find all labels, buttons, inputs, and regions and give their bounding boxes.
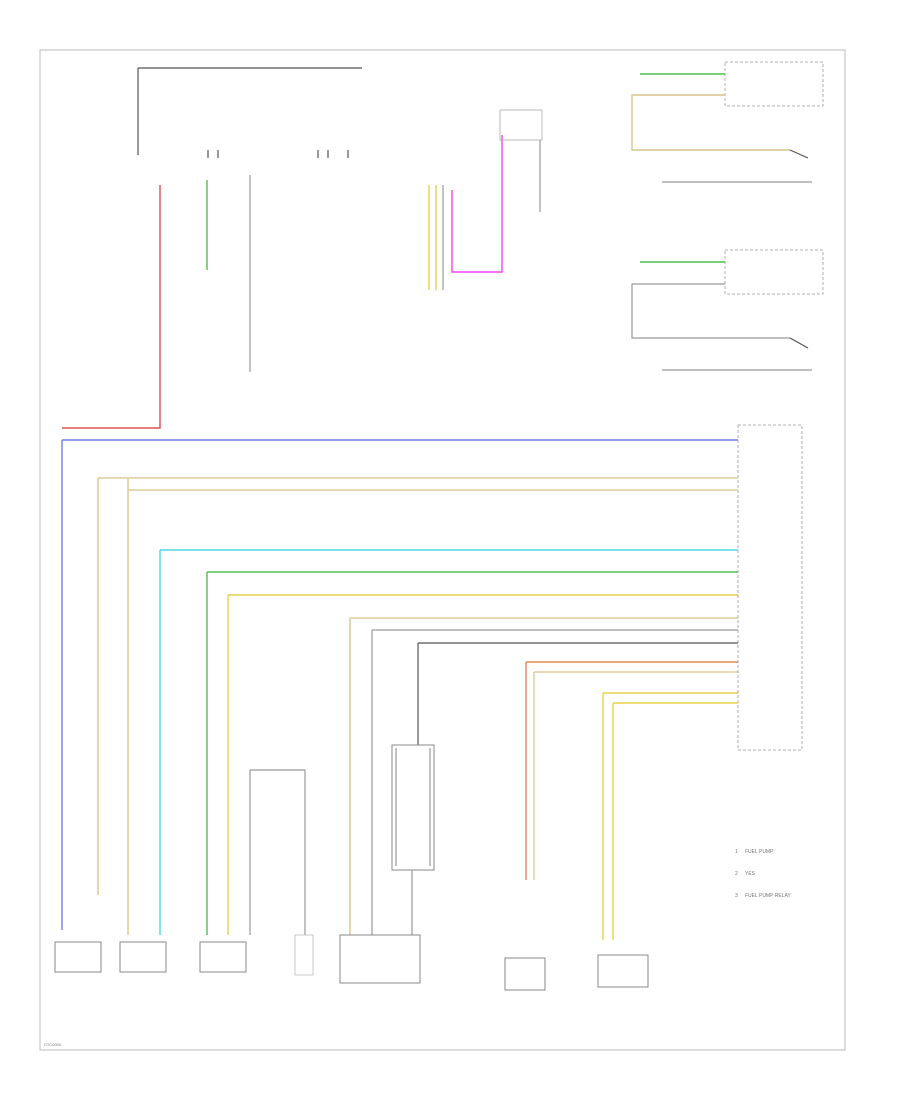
- switch-box: [499, 109, 543, 141]
- module-outline-lower: [724, 249, 824, 295]
- top-center-block: [428, 109, 543, 290]
- center-bottom-component: [339, 934, 421, 984]
- legend-text-1: FUEL PUMP: [745, 849, 774, 855]
- legend-text-3: FUEL PUMP RELAY: [745, 893, 791, 899]
- footer-code: DTC0000: [44, 1042, 62, 1047]
- engine-control-module: [737, 424, 803, 751]
- diagram-frame: [39, 49, 846, 1051]
- legend-marker-2: 2: [735, 871, 738, 877]
- legend-marker-1: 1: [735, 849, 738, 855]
- ecm-connector-box: [737, 424, 803, 751]
- legend-text-2: YES: [745, 871, 756, 877]
- vertical-drops: [61, 440, 614, 980]
- fuel-level-sensor: [119, 941, 167, 973]
- evap-sensor: [199, 941, 247, 973]
- horizontal-bus: [62, 439, 738, 895]
- top-left-block: [62, 67, 362, 429]
- center-module-box: [391, 744, 435, 871]
- gray-stub: [250, 769, 306, 935]
- center-module: [372, 744, 435, 981]
- transmission-sensor: [504, 957, 546, 991]
- magenta-wire: [451, 135, 503, 273]
- ground-splice: [294, 934, 314, 976]
- gray-wire: [631, 283, 790, 339]
- fuel-tank-pressure-sensor: [54, 941, 102, 973]
- relay-module: [597, 954, 649, 988]
- module-outline-upper: [724, 61, 824, 107]
- legend: 1 FUEL PUMP 2 YES 3 FUEL PUMP RELAY: [735, 849, 791, 899]
- top-right-block: [631, 61, 824, 371]
- switch-blade: [789, 337, 809, 349]
- switch-blade: [789, 149, 809, 159]
- bottom-components: [54, 934, 649, 991]
- tan-wire: [631, 94, 790, 151]
- legend-marker-3: 3: [735, 893, 738, 899]
- red-wire: [62, 185, 161, 429]
